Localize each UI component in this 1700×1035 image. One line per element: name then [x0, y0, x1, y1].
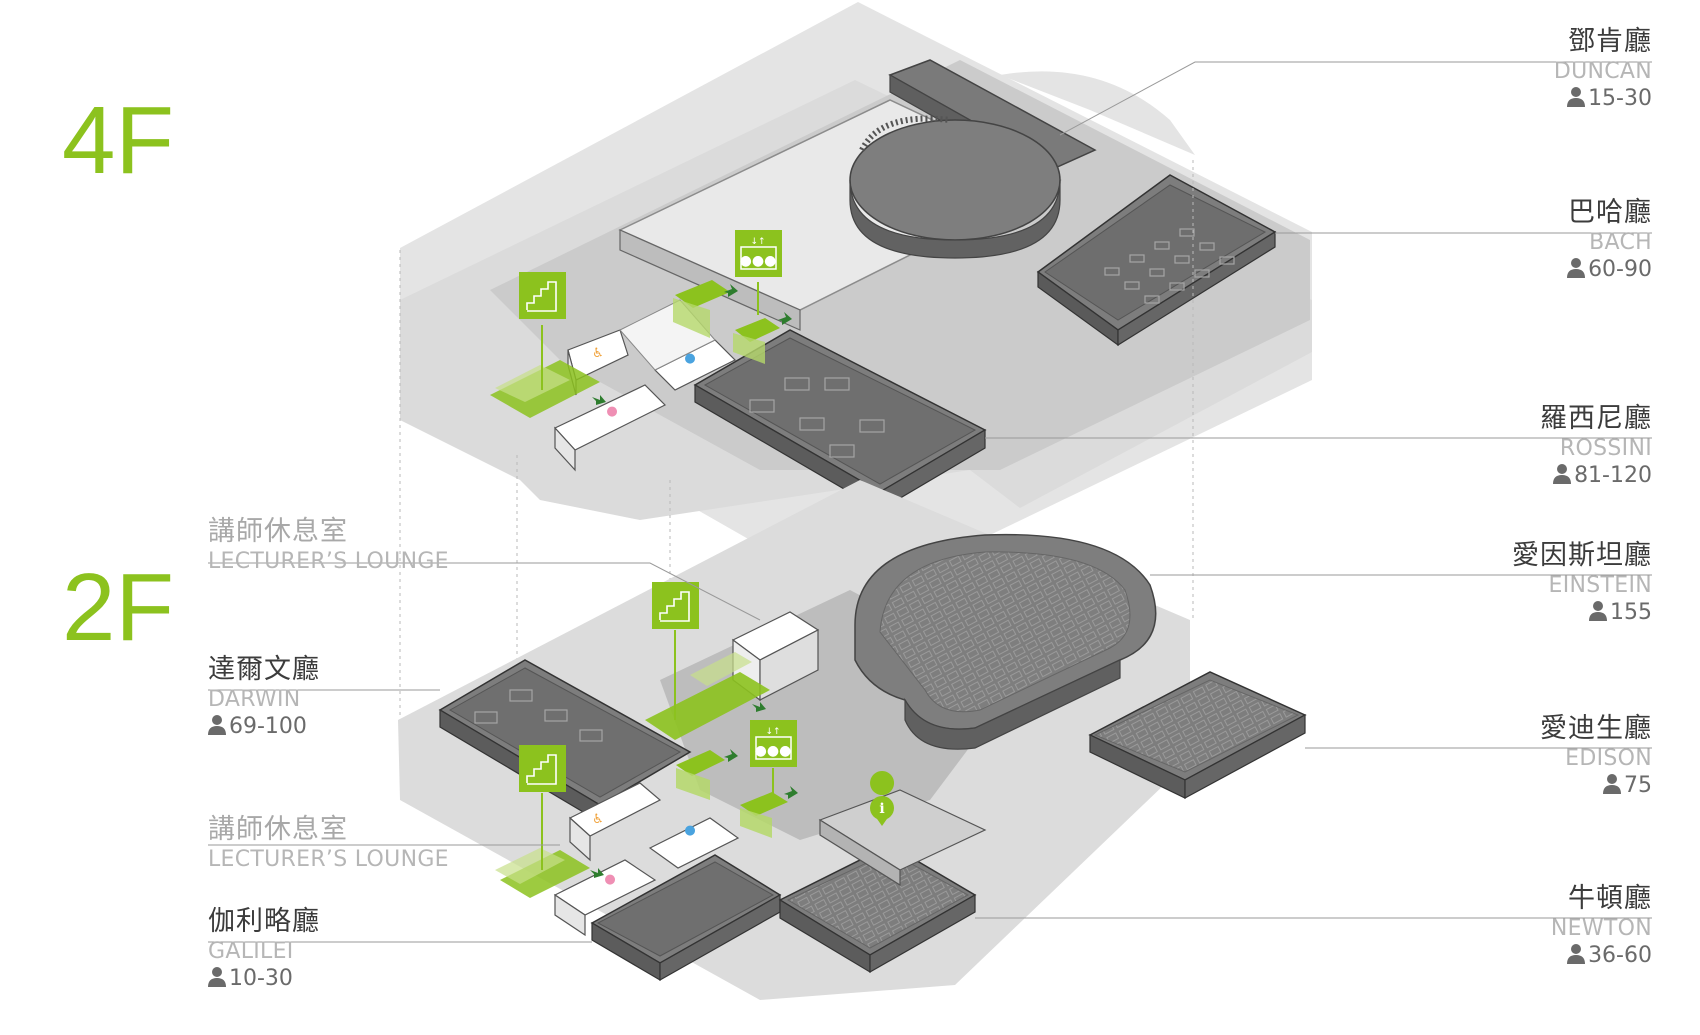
person-icon [208, 967, 226, 987]
person-icon [1567, 944, 1586, 964]
info-icon: i [870, 770, 895, 826]
elevator-icon: ↓↑ ●●● [735, 230, 782, 315]
capacity: 69-100 [208, 713, 320, 740]
floor-2f-circulation [495, 652, 788, 898]
capacity: 15-30 [1554, 85, 1652, 112]
rossini-room-shape [693, 329, 987, 512]
floor-4f-outer-glass [1000, 71, 1195, 155]
svg-text:↓↑: ↓↑ [765, 727, 780, 737]
womens-restroom-icon: ● [604, 872, 615, 887]
room-name-en: EDISON [1565, 746, 1652, 771]
svg-text:i: i [879, 801, 884, 817]
mens-restroom-icon: ● [684, 823, 695, 838]
room-name-en: EINSTEIN [1548, 573, 1652, 598]
floor-2f-group [398, 480, 1307, 1000]
label-bach: 巴哈廳 BACH 60-90 [1567, 197, 1652, 283]
capacity: 60-90 [1567, 256, 1652, 283]
label-galilei: 伽利略廳 GALILEI 10-30 [208, 906, 320, 992]
room-name-zh: 羅西尼廳 [1540, 403, 1652, 434]
person-icon [1567, 258, 1586, 278]
room-name-zh: 講師休息室 [208, 814, 348, 845]
person-icon [1603, 774, 1621, 794]
person-icon [1553, 464, 1572, 484]
label-einstein: 愛因斯坦廳 EINSTEIN 155 [1512, 540, 1652, 626]
capacity-value: 69-100 [229, 714, 307, 739]
floor-label-2f: 2F [62, 554, 175, 661]
room-name-en: ROSSINI [1559, 436, 1652, 461]
direction-arrows [590, 284, 798, 878]
elevator-icon: ↓↑ ●●● [750, 720, 797, 805]
label-lecturers-lounge-upper: 講師休息室 LECTURER’S LOUNGE [208, 516, 449, 575]
room-name-zh: 鄧肯廳 [1568, 26, 1652, 57]
label-newton: 牛頓廳 NEWTON 36-60 [1551, 883, 1652, 969]
galilei-room-shape [590, 854, 782, 982]
person-icon [1589, 601, 1607, 621]
room-name-en: NEWTON [1550, 916, 1652, 941]
label-lecturers-lounge-lower: 講師休息室 LECTURER’S LOUNGE [208, 814, 449, 873]
einstein-room-shape [854, 533, 1157, 750]
room-name-zh: 牛頓廳 [1568, 883, 1652, 914]
restroom-icons: ♿ ● ● ♿ ● ● [592, 346, 696, 887]
room-name-en: DARWIN [208, 687, 301, 712]
floor-4f-group [400, 2, 1312, 600]
bach-room-shape [1036, 174, 1277, 347]
capacity: 81-120 [1540, 462, 1652, 489]
mens-restroom-icon: ● [684, 351, 695, 366]
label-rossini: 羅西尼廳 ROSSINI 81-120 [1540, 403, 1652, 489]
accessible-restroom-icon: ♿ [592, 812, 604, 827]
stairs-icon [652, 582, 699, 720]
room-name-zh: 巴哈廳 [1568, 197, 1652, 228]
stairs-icon [519, 272, 566, 390]
newton-room-shape [778, 844, 977, 974]
stairs-icon [519, 745, 566, 870]
room-name-en: BACH [1589, 230, 1652, 255]
room-name-en: GALILEI [208, 939, 294, 964]
room-name-zh: 愛因斯坦廳 [1512, 540, 1652, 571]
capacity-value: 75 [1624, 773, 1652, 798]
capacity: 36-60 [1551, 942, 1652, 969]
capacity-value: 15-30 [1588, 86, 1652, 111]
person-icon [1567, 87, 1586, 107]
capacity-value: 60-90 [1588, 257, 1652, 282]
person-icon [208, 715, 226, 735]
room-name-zh: 伽利略廳 [208, 906, 320, 937]
capacity: 10-30 [208, 965, 320, 992]
capacity-value: 10-30 [229, 966, 293, 991]
floor-4f-atrium-walls [619, 229, 801, 331]
floor-label-4f: 4F [62, 87, 175, 194]
svg-text:↓↑: ↓↑ [750, 237, 765, 247]
womens-restroom-icon: ● [606, 404, 617, 419]
duncan-room-shape [849, 59, 1097, 259]
capacity-value: 36-60 [1588, 943, 1652, 968]
label-darwin: 達爾文廳 DARWIN 69-100 [208, 654, 320, 740]
room-name-zh: 達爾文廳 [208, 654, 320, 685]
capacity-value: 155 [1610, 600, 1652, 625]
room-name-zh: 講師休息室 [208, 516, 348, 547]
floor-4f-circulation [490, 280, 780, 418]
room-name-en: DUNCAN [1553, 59, 1652, 84]
capacity: 155 [1512, 599, 1652, 626]
edison-room-shape [1088, 671, 1307, 800]
room-name-en: LECTURER’S LOUNGE [208, 847, 449, 872]
room-name-zh: 愛迪生廳 [1540, 713, 1652, 744]
label-edison: 愛迪生廳 EDISON 75 [1540, 713, 1652, 799]
accessible-restroom-icon: ♿ [592, 346, 604, 361]
room-name-en: LECTURER’S LOUNGE [208, 549, 449, 574]
label-duncan: 鄧肯廳 DUNCAN 15-30 [1554, 26, 1652, 112]
capacity-value: 81-120 [1574, 463, 1652, 488]
leader-lines [208, 61, 1652, 943]
capacity: 75 [1540, 772, 1652, 799]
svg-text:●●●: ●●● [740, 253, 777, 269]
svg-text:●●●: ●●● [755, 743, 792, 759]
